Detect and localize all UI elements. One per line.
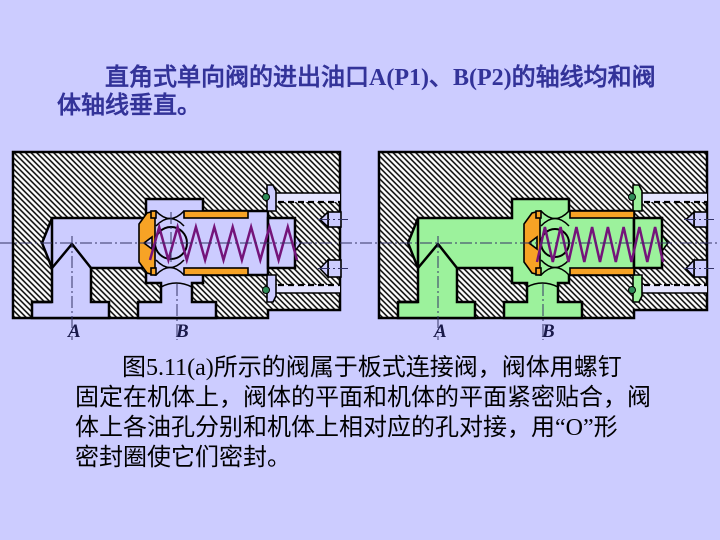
left-valve: A B bbox=[11, 150, 348, 342]
port-label-b: B bbox=[541, 321, 555, 342]
sealing-washer-bottom bbox=[632, 274, 643, 303]
title-line-2: 体轴线垂直。 bbox=[57, 93, 201, 119]
spring-sleeve-bottom bbox=[569, 267, 635, 276]
port-b-seat-arc bbox=[160, 282, 193, 288]
o-ring-icon bbox=[262, 193, 270, 201]
seat-arc bbox=[155, 217, 185, 227]
title-line-1: 直角式单向阀的进出油口A(P1)、B(P2)的轴线均和阀 bbox=[105, 65, 656, 91]
thread-gap-bottom bbox=[276, 285, 340, 293]
right-valve: A B bbox=[377, 150, 714, 342]
sealing-washer-top bbox=[266, 184, 277, 212]
spring-sleeve-top bbox=[569, 210, 635, 219]
spring-icon bbox=[148, 222, 299, 265]
seat-ring-top bbox=[535, 210, 542, 219]
thread-gap-top bbox=[642, 193, 707, 202]
sealing-washer-top bbox=[632, 184, 643, 212]
slide-title: 直角式单向阀的进出油口A(P1)、B(P2)的轴线均和阀 体轴线垂直。 bbox=[57, 64, 677, 120]
o-ring-icon bbox=[628, 286, 636, 294]
thread-gap-top bbox=[276, 193, 340, 202]
sealing-washer-bottom bbox=[266, 274, 277, 303]
seat-ring-top bbox=[150, 210, 157, 219]
caption-line-3: 体上各油孔分别和机体上相对应的孔对接，用“O”形 bbox=[75, 415, 618, 441]
caption-line-1: 图5.11(a)所示的阀属于板式连接阀，阀体用螺钉 bbox=[122, 355, 622, 381]
check-valve-figure: A B bbox=[0, 150, 720, 342]
spring-sleeve-bottom bbox=[183, 267, 249, 276]
caption-line-4: 密封圈使它们密封。 bbox=[75, 445, 291, 471]
seat-ring-bottom bbox=[150, 267, 157, 276]
seat-arc bbox=[155, 266, 185, 276]
spring-sleeve-top bbox=[183, 210, 249, 219]
o-ring-icon bbox=[628, 193, 636, 201]
port-label-b: B bbox=[175, 321, 189, 342]
port-label-a: A bbox=[67, 321, 81, 342]
thread-gap-bottom bbox=[642, 285, 707, 293]
caption-line-2: 固定在机体上，阀体的平面和机体的平面紧密贴合，阀 bbox=[75, 385, 651, 411]
o-ring-icon bbox=[262, 286, 270, 294]
figure-caption: 图5.11(a)所示的阀属于板式连接阀，阀体用螺钉 固定在机体上，阀体的平面和机… bbox=[75, 353, 675, 473]
seat-arc bbox=[540, 217, 570, 227]
seat-arc bbox=[540, 266, 570, 276]
seat-ring-bottom bbox=[535, 267, 542, 276]
port-label-a: A bbox=[433, 321, 447, 342]
spring-icon bbox=[535, 226, 665, 263]
port-b-seat-arc bbox=[526, 282, 559, 288]
